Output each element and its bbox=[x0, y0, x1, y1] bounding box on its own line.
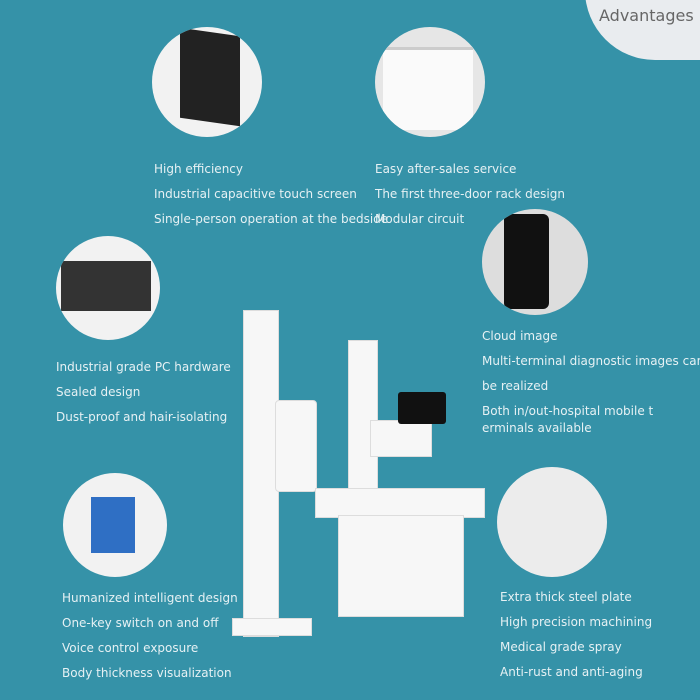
feature-text: erminals available bbox=[482, 421, 592, 435]
feature-text: The first three-door rack design bbox=[375, 187, 565, 201]
switch-image bbox=[63, 473, 167, 577]
rack-image bbox=[375, 27, 485, 137]
feature-text: One-key switch on and off bbox=[62, 616, 219, 630]
feature-text: Sealed design bbox=[56, 385, 141, 399]
feature-text: Body thickness visualization bbox=[62, 666, 232, 680]
feature-text: be realized bbox=[482, 379, 549, 393]
feature-text: Industrial capacitive touch screen bbox=[154, 187, 357, 201]
touch-screen-image bbox=[152, 27, 262, 137]
feature-text: Industrial grade PC hardware bbox=[56, 360, 231, 374]
feature-text: Modular circuit bbox=[375, 212, 465, 226]
feature-text: Easy after-sales service bbox=[375, 162, 517, 176]
feature-text: Both in/out-hospital mobile t bbox=[482, 404, 654, 418]
mobile-image bbox=[482, 209, 588, 315]
pc-hardware-image bbox=[56, 236, 160, 340]
feature-text: Anti-rust and anti-aging bbox=[500, 665, 643, 679]
feature-text: Multi-terminal diagnostic images can bbox=[482, 354, 700, 368]
badge-label: Advantages bbox=[599, 6, 694, 25]
feature-text: Medical grade spray bbox=[500, 640, 622, 654]
advantages-badge: Advantages bbox=[585, 0, 700, 60]
feature-text: Cloud image bbox=[482, 329, 558, 343]
feature-text: Extra thick steel plate bbox=[500, 590, 632, 604]
feature-text: Single-person operation at the bedside bbox=[154, 212, 389, 226]
feature-text: Dust-proof and hair-isolating bbox=[56, 410, 228, 424]
feature-text: High efficiency bbox=[154, 162, 243, 176]
steel-plate-image bbox=[497, 467, 607, 577]
feature-text: Voice control exposure bbox=[62, 641, 199, 655]
feature-text: High precision machining bbox=[500, 615, 653, 629]
feature-text: Humanized intelligent design bbox=[62, 591, 238, 605]
